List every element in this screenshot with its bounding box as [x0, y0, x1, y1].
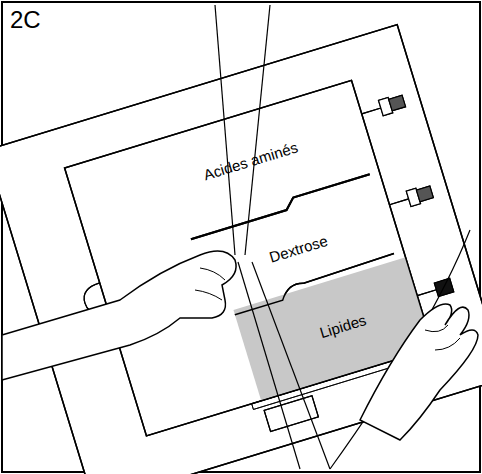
step-number: 2C [10, 6, 41, 34]
chamber-label: Acides aminés [201, 139, 299, 184]
chamber-label: Dextrose [267, 231, 329, 265]
chamber-label: Lipides [318, 311, 368, 341]
